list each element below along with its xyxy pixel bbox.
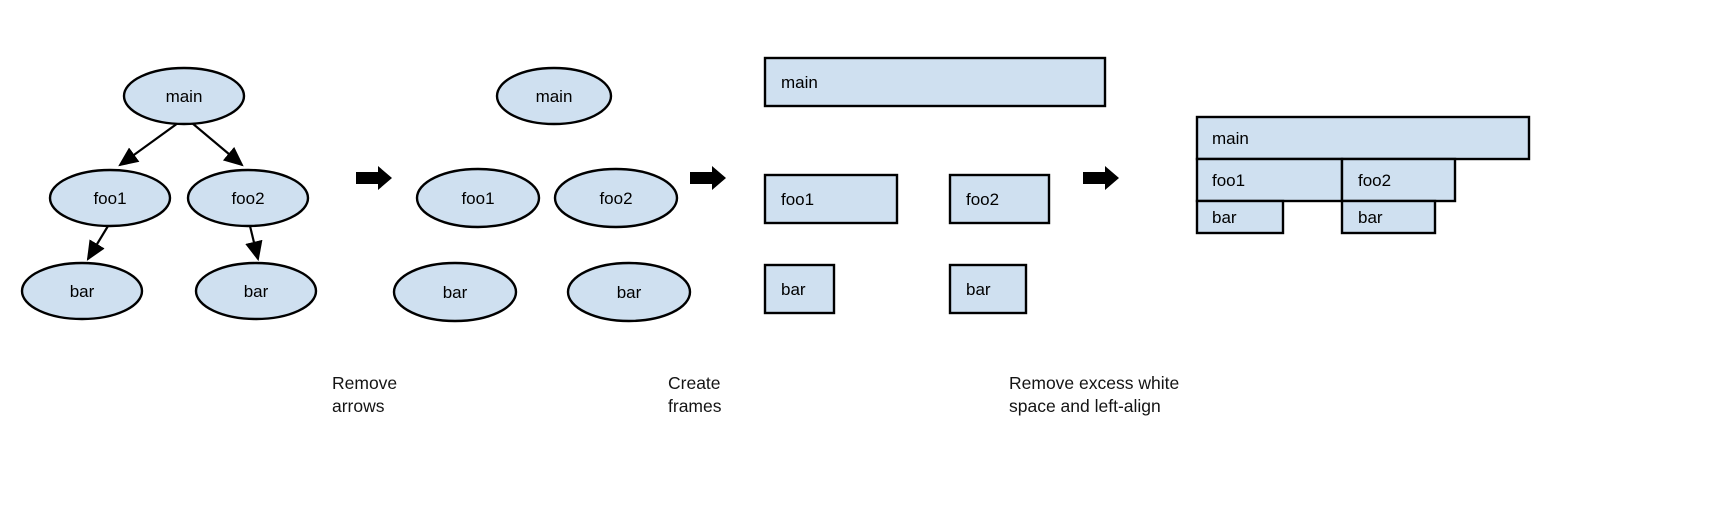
node-label: foo2: [599, 189, 632, 208]
ellipse-shape: [553, 167, 679, 229]
ellipse-shape: [48, 168, 172, 228]
tree-node-main[interactable]: main: [122, 66, 246, 126]
flame-foo1[interactable]: foo1: [1195, 157, 1344, 203]
node-label: bar: [70, 282, 95, 301]
panel-call-tree: main foo1 foo2 bar bar: [20, 66, 318, 321]
arrow-step-3: [1083, 166, 1119, 190]
ellipse-shape: [20, 261, 144, 321]
rect-shape: [1195, 115, 1531, 161]
tree-node-foo2[interactable]: foo2: [186, 168, 310, 228]
frame-label: bar: [781, 280, 806, 299]
caption-create-frames: Create frames: [668, 373, 722, 416]
rect-shape: [1340, 199, 1437, 235]
arrow-step-2: [690, 166, 726, 190]
node-label: main: [536, 87, 573, 106]
node-label: foo1: [93, 189, 126, 208]
node-label: foo1: [461, 189, 494, 208]
ellipse-shape: [122, 66, 246, 126]
rect-shape: [763, 263, 836, 315]
panel-flame-graph: main foo1 foo2 bar bar: [1195, 115, 1531, 235]
panel-frames: main foo1 foo2 bar bar: [763, 56, 1107, 315]
arrow-step-1: [356, 166, 392, 190]
ellipse-shape: [186, 168, 310, 228]
node-label: bar: [443, 283, 468, 302]
frame-label: bar: [966, 280, 991, 299]
frame-bar-left[interactable]: bar: [763, 263, 836, 315]
node-label: bar: [244, 282, 269, 301]
ellipse-shape: [392, 261, 518, 323]
frame-label: foo1: [781, 190, 814, 209]
edge-foo2-bar: [245, 225, 263, 262]
rect-shape: [763, 173, 899, 225]
frame-main[interactable]: main: [763, 56, 1107, 108]
edge-main-foo2: [191, 122, 244, 167]
rect-shape: [1195, 199, 1285, 235]
tree-node-bar-left[interactable]: bar: [20, 261, 144, 321]
caption-remove-white-space: Remove excess white space and left-align: [1009, 373, 1180, 416]
node-foo1[interactable]: foo1: [415, 167, 541, 229]
frame-foo1[interactable]: foo1: [763, 173, 899, 225]
rect-shape: [763, 56, 1107, 108]
flame-label: bar: [1358, 208, 1383, 227]
flame-main[interactable]: main: [1195, 115, 1531, 161]
flame-label: foo1: [1212, 171, 1245, 190]
frame-label: main: [781, 73, 818, 92]
flame-foo2[interactable]: foo2: [1340, 157, 1457, 203]
ellipse-shape: [415, 167, 541, 229]
flame-label: main: [1212, 129, 1249, 148]
node-main[interactable]: main: [495, 66, 613, 126]
flame-bar-left[interactable]: bar: [1195, 199, 1285, 235]
tree-edges: [86, 122, 263, 262]
node-bar-right[interactable]: bar: [566, 261, 692, 323]
node-label: bar: [617, 283, 642, 302]
node-bar-left[interactable]: bar: [392, 261, 518, 323]
frame-label: foo2: [966, 190, 999, 209]
caption-remove-arrows: Remove arrows: [332, 373, 398, 416]
node-label: main: [166, 87, 203, 106]
node-foo2[interactable]: foo2: [553, 167, 679, 229]
rect-shape: [948, 263, 1028, 315]
frame-bar-right[interactable]: bar: [948, 263, 1028, 315]
ellipse-shape: [495, 66, 613, 126]
flame-label: foo2: [1358, 171, 1391, 190]
node-label: foo2: [231, 189, 264, 208]
edge-foo1-bar: [86, 225, 109, 261]
ellipse-shape: [194, 261, 318, 321]
flame-label: bar: [1212, 208, 1237, 227]
rect-shape: [948, 173, 1051, 225]
flame-bar-right[interactable]: bar: [1340, 199, 1437, 235]
ellipse-shape: [566, 261, 692, 323]
edge-main-foo1: [118, 122, 179, 167]
tree-node-bar-right[interactable]: bar: [194, 261, 318, 321]
frame-foo2[interactable]: foo2: [948, 173, 1051, 225]
panel-no-arrows: main foo1 foo2 bar bar: [392, 66, 692, 323]
tree-node-foo1[interactable]: foo1: [48, 168, 172, 228]
